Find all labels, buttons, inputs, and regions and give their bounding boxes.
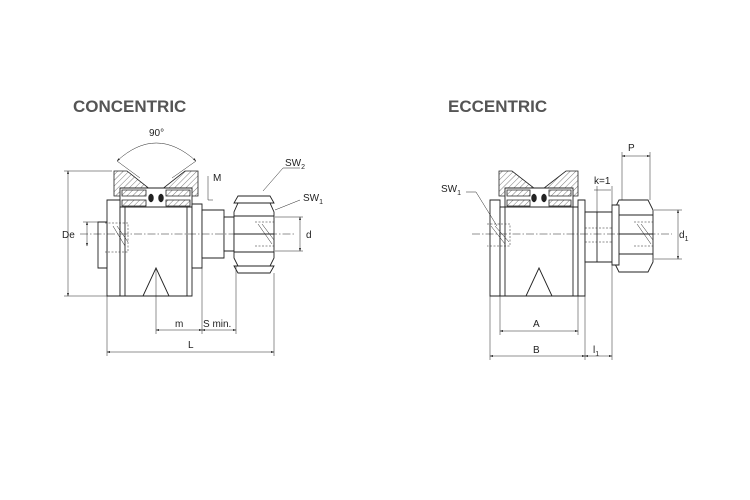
concentric-drawing: 90° (64, 128, 303, 356)
d1-label: d1 (679, 230, 689, 243)
angle-indicator (116, 142, 197, 179)
eccentric-title: ECCENTRIC (448, 97, 547, 116)
d-label: d (306, 230, 312, 241)
shaft (191, 203, 203, 269)
sw1-label-eccentric: SW1 (441, 184, 461, 197)
angle-label: 90° (149, 128, 164, 139)
s-min-label: S min. (203, 319, 231, 330)
m-lower-label: m (175, 319, 183, 330)
roller-body-eccentric (499, 206, 579, 297)
m-upper-label: M (213, 173, 221, 184)
k-label: k=1 (594, 176, 611, 187)
l1-label: l1 (593, 345, 599, 358)
eccentric-drawing (466, 152, 682, 360)
hex-nut-eccentric (613, 199, 654, 273)
b-label: B (533, 345, 540, 356)
l-label: L (188, 340, 194, 351)
hex-nut (233, 202, 275, 267)
p-label: P (628, 143, 635, 154)
de-label: De (62, 230, 75, 241)
roller-body (106, 199, 121, 297)
sw1-label-concentric: SW1 (303, 193, 323, 206)
sw2-label: SW2 (285, 158, 305, 171)
a-label: A (533, 319, 540, 330)
concentric-title: CONCENTRIC (73, 97, 186, 116)
